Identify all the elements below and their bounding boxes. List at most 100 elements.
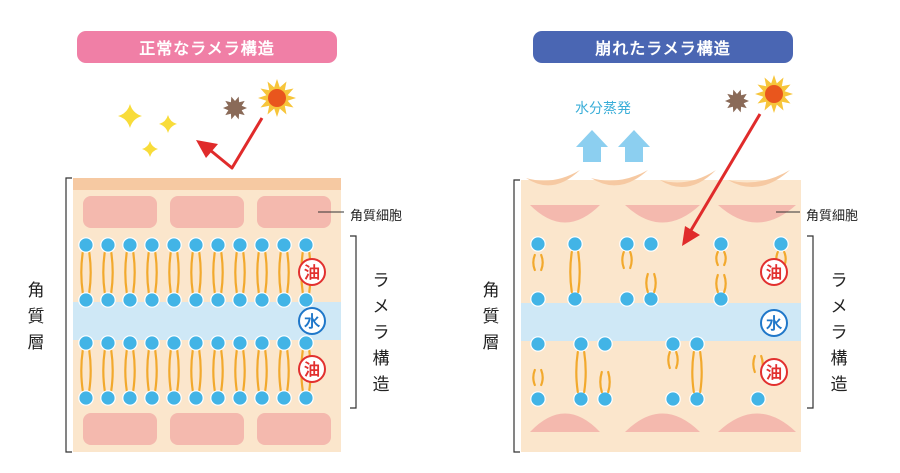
evaporation-arrow-icon bbox=[576, 130, 608, 162]
lipid-tail bbox=[190, 348, 194, 393]
sun-core bbox=[268, 89, 286, 107]
lipid-tail bbox=[691, 350, 695, 394]
lipid-tail bbox=[124, 348, 128, 393]
curled-flake bbox=[526, 170, 580, 186]
penetrating-uv-arrow bbox=[688, 113, 762, 233]
lipid-head bbox=[122, 335, 138, 351]
arrow-head bbox=[196, 140, 218, 158]
oil-badge-text: 油 bbox=[766, 263, 782, 282]
lipid-head bbox=[689, 391, 705, 407]
lipid-tail bbox=[278, 250, 282, 295]
lipid-head bbox=[750, 391, 766, 407]
lipid-tail bbox=[583, 350, 587, 394]
lipid-head bbox=[665, 336, 681, 352]
lipid-head bbox=[530, 291, 546, 307]
lipid-head bbox=[276, 237, 292, 253]
lipid-head bbox=[210, 292, 226, 308]
lipid-tail bbox=[653, 272, 657, 294]
lipid-head bbox=[689, 336, 705, 352]
lipid-tail bbox=[286, 348, 290, 393]
lipid-head bbox=[276, 335, 292, 351]
lipid-tail bbox=[146, 250, 150, 295]
lipid-head bbox=[254, 390, 270, 406]
lipid-head bbox=[166, 292, 182, 308]
lipid-head bbox=[597, 336, 613, 352]
corneocyte bbox=[718, 205, 796, 223]
oil-badge-text: 油 bbox=[304, 360, 320, 379]
bracket bbox=[513, 179, 520, 453]
lipid-head bbox=[100, 292, 116, 308]
decorations bbox=[118, 75, 793, 246]
lipid-tail bbox=[723, 273, 727, 294]
lipid-tail bbox=[176, 250, 180, 295]
oil-badge-text: 油 bbox=[304, 263, 320, 282]
lipid-tail bbox=[569, 250, 573, 294]
lipid-head bbox=[298, 390, 314, 406]
lipid-head bbox=[619, 236, 635, 252]
lipid-head bbox=[530, 336, 546, 352]
lipid-head bbox=[78, 390, 94, 406]
curled-flake bbox=[591, 170, 648, 186]
lipid-head bbox=[643, 291, 659, 307]
lipid-head bbox=[144, 292, 160, 308]
lipid-head bbox=[773, 236, 789, 252]
lipid-head bbox=[665, 391, 681, 407]
corneocyte bbox=[625, 205, 700, 223]
lipid-tail bbox=[198, 348, 202, 393]
lipid-tail bbox=[154, 348, 158, 393]
lipid-head bbox=[188, 292, 204, 308]
lipid-tail bbox=[599, 370, 603, 394]
surface-layer bbox=[73, 178, 341, 190]
lipid-head bbox=[567, 236, 583, 252]
water-badge-text: 水 bbox=[304, 312, 321, 331]
corneocyte bbox=[625, 413, 700, 432]
lipid-tail bbox=[256, 348, 260, 393]
corneocyte bbox=[170, 413, 244, 445]
sparkle-icon bbox=[159, 115, 177, 133]
lipid-tail bbox=[540, 253, 544, 272]
lipid-head bbox=[298, 292, 314, 308]
lipid-head bbox=[188, 237, 204, 253]
curled-flake bbox=[728, 170, 790, 188]
lipid-tail bbox=[154, 250, 158, 295]
lipid-head bbox=[122, 237, 138, 253]
lipid-head bbox=[298, 335, 314, 351]
lipid-tail bbox=[146, 348, 150, 393]
lipid-head bbox=[144, 335, 160, 351]
lipid-head bbox=[254, 292, 270, 308]
water-badge-circle bbox=[760, 309, 788, 337]
lipid-tail bbox=[102, 250, 106, 295]
bracket bbox=[807, 235, 814, 409]
water-band bbox=[521, 303, 801, 341]
normal-title: 正常なラメラ構造 bbox=[77, 31, 337, 63]
lipid-tail bbox=[234, 348, 238, 393]
curled-flake bbox=[660, 170, 716, 188]
water-badge-text: 水 bbox=[766, 314, 783, 333]
lipid-tail bbox=[190, 250, 194, 295]
lipid-head bbox=[597, 391, 613, 407]
lipid-tail bbox=[234, 250, 238, 295]
corneocyte bbox=[83, 413, 157, 445]
lipid-tail bbox=[723, 250, 727, 267]
lipid-head bbox=[166, 237, 182, 253]
lipid-head bbox=[122, 390, 138, 406]
lipid-tail bbox=[715, 250, 719, 267]
bracket bbox=[65, 177, 72, 453]
lipid-tail bbox=[752, 354, 756, 374]
lipid-tail bbox=[102, 348, 106, 393]
lipid-head bbox=[573, 391, 589, 407]
normal-corneocyte-label: 角質細胞 bbox=[350, 209, 403, 224]
lipid-head bbox=[100, 390, 116, 406]
lipid-head bbox=[122, 292, 138, 308]
normal-lamellar-label: ラメラ構造 bbox=[372, 271, 390, 395]
lipid-head bbox=[713, 236, 729, 252]
lipid-tail bbox=[675, 350, 679, 370]
lipid-head bbox=[210, 237, 226, 253]
corneocyte bbox=[257, 413, 331, 445]
damaged-stratum-corneum-label: 角質層 bbox=[482, 281, 500, 353]
lipid-head bbox=[276, 390, 292, 406]
lipid-head bbox=[100, 335, 116, 351]
lipid-head bbox=[144, 390, 160, 406]
lipid-tail bbox=[88, 250, 92, 295]
lipid-head bbox=[232, 335, 248, 351]
